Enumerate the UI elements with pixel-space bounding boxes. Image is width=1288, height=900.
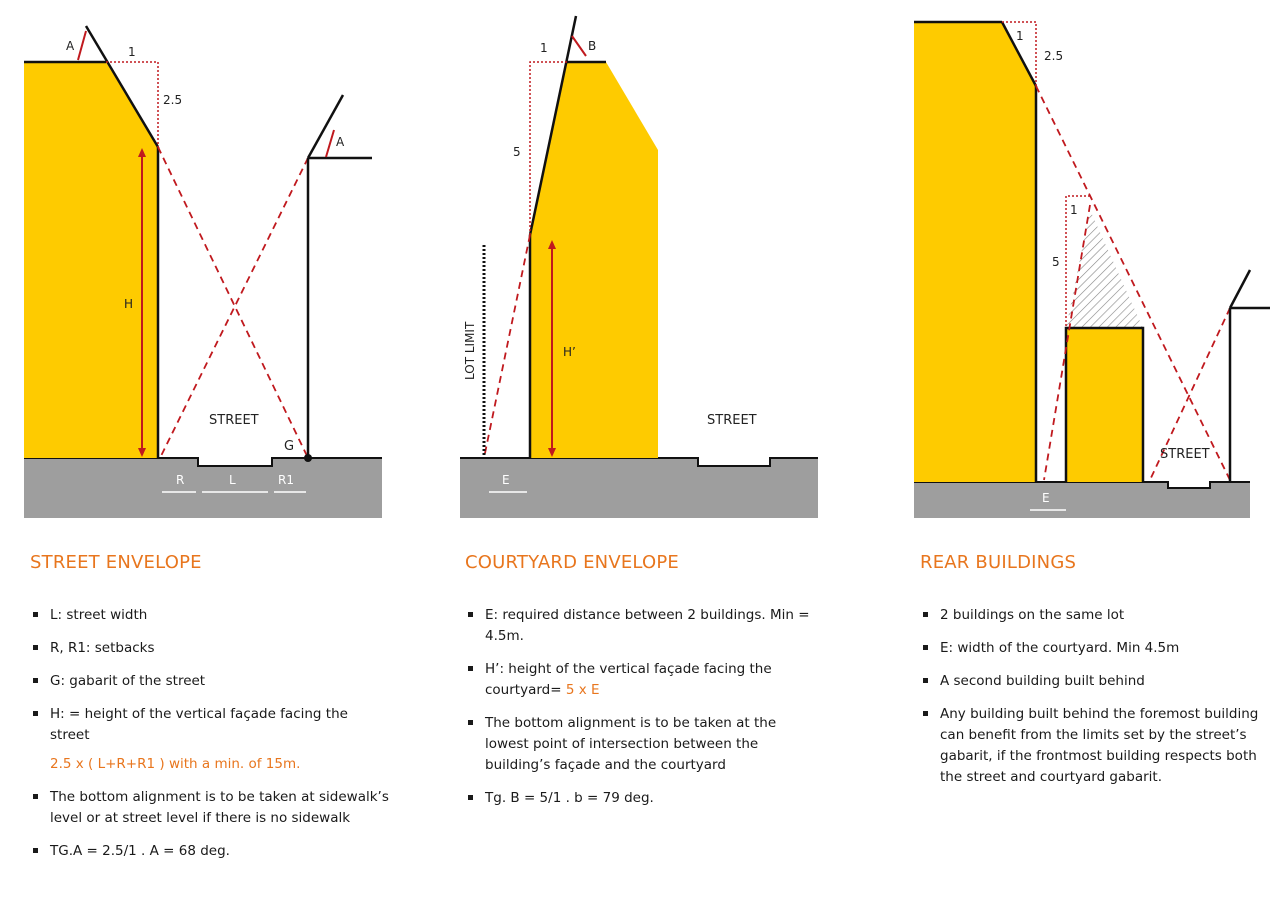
bullet-list: L: street width R, R1: setbacks G: gabar…: [30, 605, 390, 862]
ratio-2.5-label: 2.5: [1044, 49, 1063, 63]
setback-r1-label: R1: [278, 473, 294, 487]
list-item: The bottom alignment is to be taken at t…: [465, 713, 810, 776]
panel-title: STREET ENVELOPE: [30, 552, 202, 573]
list-item: H’: height of the vertical façade facing…: [465, 659, 810, 701]
rear-envelope-hatch: [1066, 210, 1143, 328]
list-item: The bottom alignment is to be taken at s…: [30, 787, 390, 829]
ratio-one-label: 1: [128, 45, 136, 59]
courtyard-envelope-diagram: 1 B 5 LOT LIMIT H’ STREET E: [460, 15, 818, 518]
list-item: 2 buildings on the same lot: [920, 605, 1270, 626]
street-label: STREET: [707, 413, 757, 428]
lot-limit-label: LOT LIMIT: [463, 321, 477, 380]
front-building: [914, 22, 1036, 482]
list-item: Any building built behind the foremost b…: [920, 704, 1270, 788]
street-envelope-panel: STREET ENVELOPE L: street width R, R1: s…: [30, 552, 390, 874]
ratio-one-label: 1: [1016, 29, 1024, 43]
height-h-prime-label: H’: [563, 345, 576, 359]
gabarit-g-label: G: [284, 439, 294, 454]
list-item: L: street width: [30, 605, 390, 626]
list-item: R, R1: setbacks: [30, 638, 390, 659]
rear-building: [1066, 328, 1143, 482]
ground: [460, 458, 818, 518]
ground: [24, 458, 382, 518]
rear-ratio-five-label: 5: [1052, 255, 1060, 269]
ratio-one-label: 1: [540, 41, 548, 55]
courtyard-e-label: E: [1042, 491, 1050, 505]
street-label: STREET: [209, 413, 259, 428]
angle-a-label: A: [66, 39, 75, 53]
building: [530, 62, 658, 458]
distance-e-label: E: [502, 473, 510, 487]
list-item: E: required distance between 2 buildings…: [465, 605, 810, 647]
panel-title: REAR BUILDINGS: [920, 552, 1077, 573]
list-item: TG.A = 2.5/1 . A = 68 deg.: [30, 841, 390, 862]
rear-buildings-diagram: 1 2.5 1 5 STREET E: [914, 20, 1270, 518]
rear-buildings-panel: REAR BUILDINGS 2 buildings on the same l…: [920, 552, 1270, 800]
list-item: E: width of the courtyard. Min 4.5m: [920, 638, 1270, 659]
street-width-l-label: L: [229, 473, 236, 487]
rear-ratio-one-label: 1: [1070, 203, 1078, 217]
building: [24, 62, 158, 458]
list-item: Tg. B = 5/1 . b = 79 deg.: [465, 788, 810, 809]
street-label: STREET: [1160, 447, 1210, 462]
height-h-label: H: [124, 297, 133, 311]
ground: [914, 482, 1250, 518]
angle-a2-label: A: [336, 135, 345, 149]
list-item: H: = height of the vertical façade facin…: [30, 704, 390, 775]
list-item: G: gabarit of the street: [30, 671, 390, 692]
courtyard-envelope-panel: COURTYARD ENVELOPE E: required distance …: [465, 552, 810, 821]
bullet-list: 2 buildings on the same lot E: width of …: [920, 605, 1270, 788]
list-item: A second building built behind: [920, 671, 1270, 692]
setback-r-label: R: [176, 473, 184, 487]
panel-title: COURTYARD ENVELOPE: [465, 552, 680, 573]
list-item-text: H’: height of the vertical façade facing…: [485, 661, 772, 698]
ratio-five-label: 5: [513, 145, 521, 159]
ratio-2.5-label: 2.5: [163, 93, 182, 107]
list-item-text: H: = height of the vertical façade facin…: [50, 706, 348, 743]
envelope-diagrams: A 1 2.5 A H STREET G R L R1 1 B: [24, 15, 1270, 518]
height-formula: 5 x E: [565, 682, 600, 698]
street-envelope-diagram: A 1 2.5 A H STREET G R L R1: [24, 25, 382, 518]
bullet-list: E: required distance between 2 buildings…: [465, 605, 810, 809]
height-formula: 2.5 x ( L+R+R1 ) with a min. of 15m.: [50, 756, 301, 772]
angle-b-label: B: [588, 39, 596, 53]
